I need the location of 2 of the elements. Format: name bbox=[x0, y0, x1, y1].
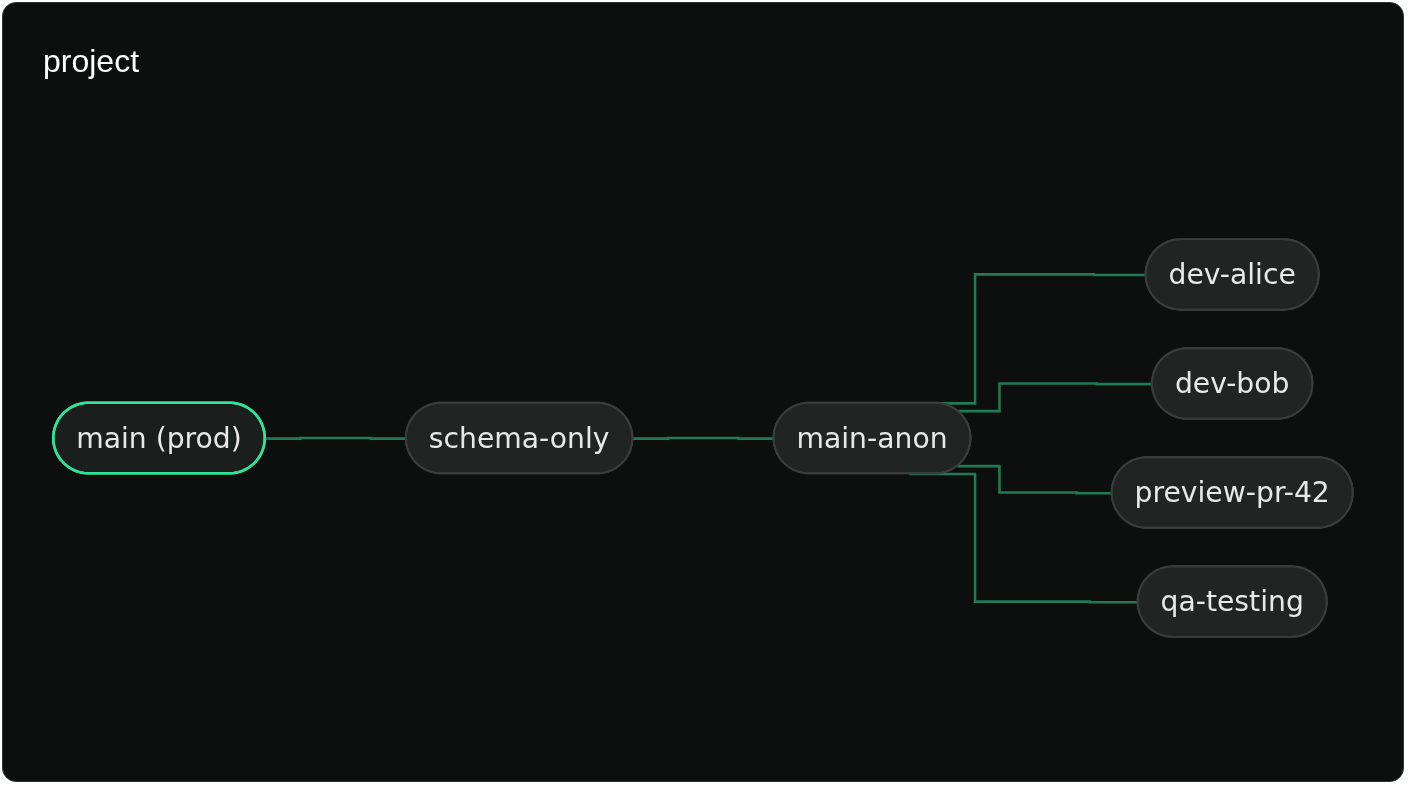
connector bbox=[957, 382, 1153, 413]
diagram-title: project bbox=[43, 43, 140, 80]
